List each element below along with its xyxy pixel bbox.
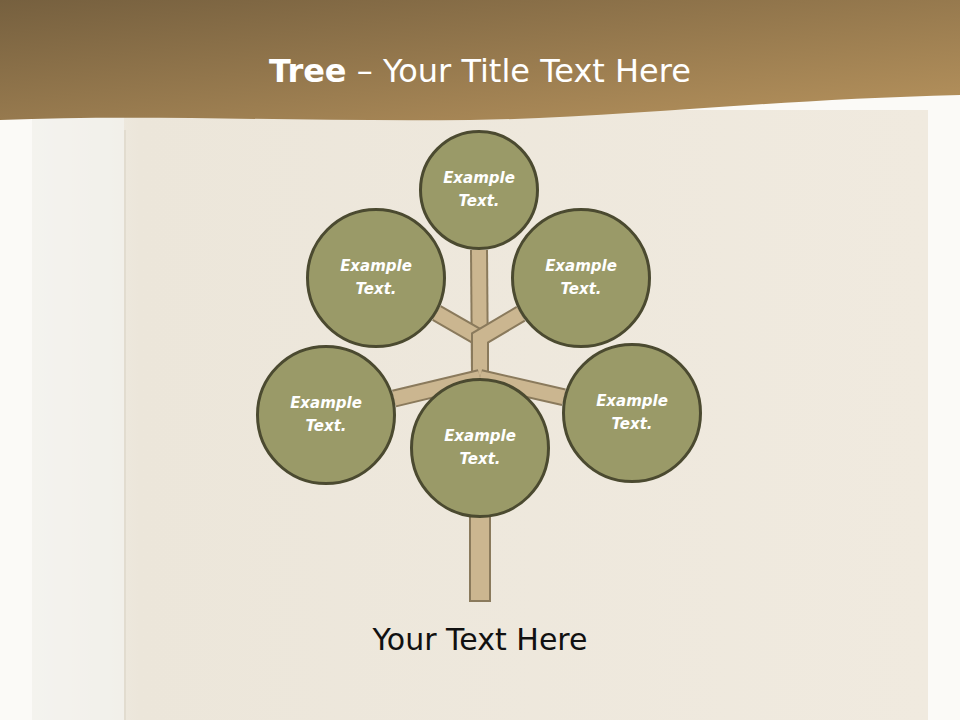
tree-circle: Example Text. (306, 208, 446, 348)
circle-label: Example Text. (284, 392, 368, 438)
circle-label: Example Text. (438, 425, 522, 471)
tree-branch (480, 314, 521, 378)
circle-label: Example Text. (539, 255, 623, 301)
circle-outline (562, 343, 702, 483)
tree-circle: Example Text. (256, 345, 396, 485)
tree-circle: Example Text. (562, 343, 702, 483)
circle-label: Example Text. (437, 167, 521, 213)
circle-label: Example Text. (334, 255, 418, 301)
tree-trunk (470, 515, 490, 601)
circle-outline (419, 130, 539, 250)
slide-title: Tree – Your Title Text Here (0, 52, 960, 90)
circle-outline (511, 208, 651, 348)
circle-outline (306, 208, 446, 348)
circle-outline (410, 378, 550, 518)
tree-circle: Example Text. (511, 208, 651, 348)
tree-circle: Example Text. (419, 130, 539, 250)
tree-circle: Example Text. (410, 378, 550, 518)
circle-label: Example Text. (590, 390, 674, 436)
header-band (0, 0, 960, 120)
caption-text: Your Text Here (0, 622, 960, 657)
circle-outline (256, 345, 396, 485)
